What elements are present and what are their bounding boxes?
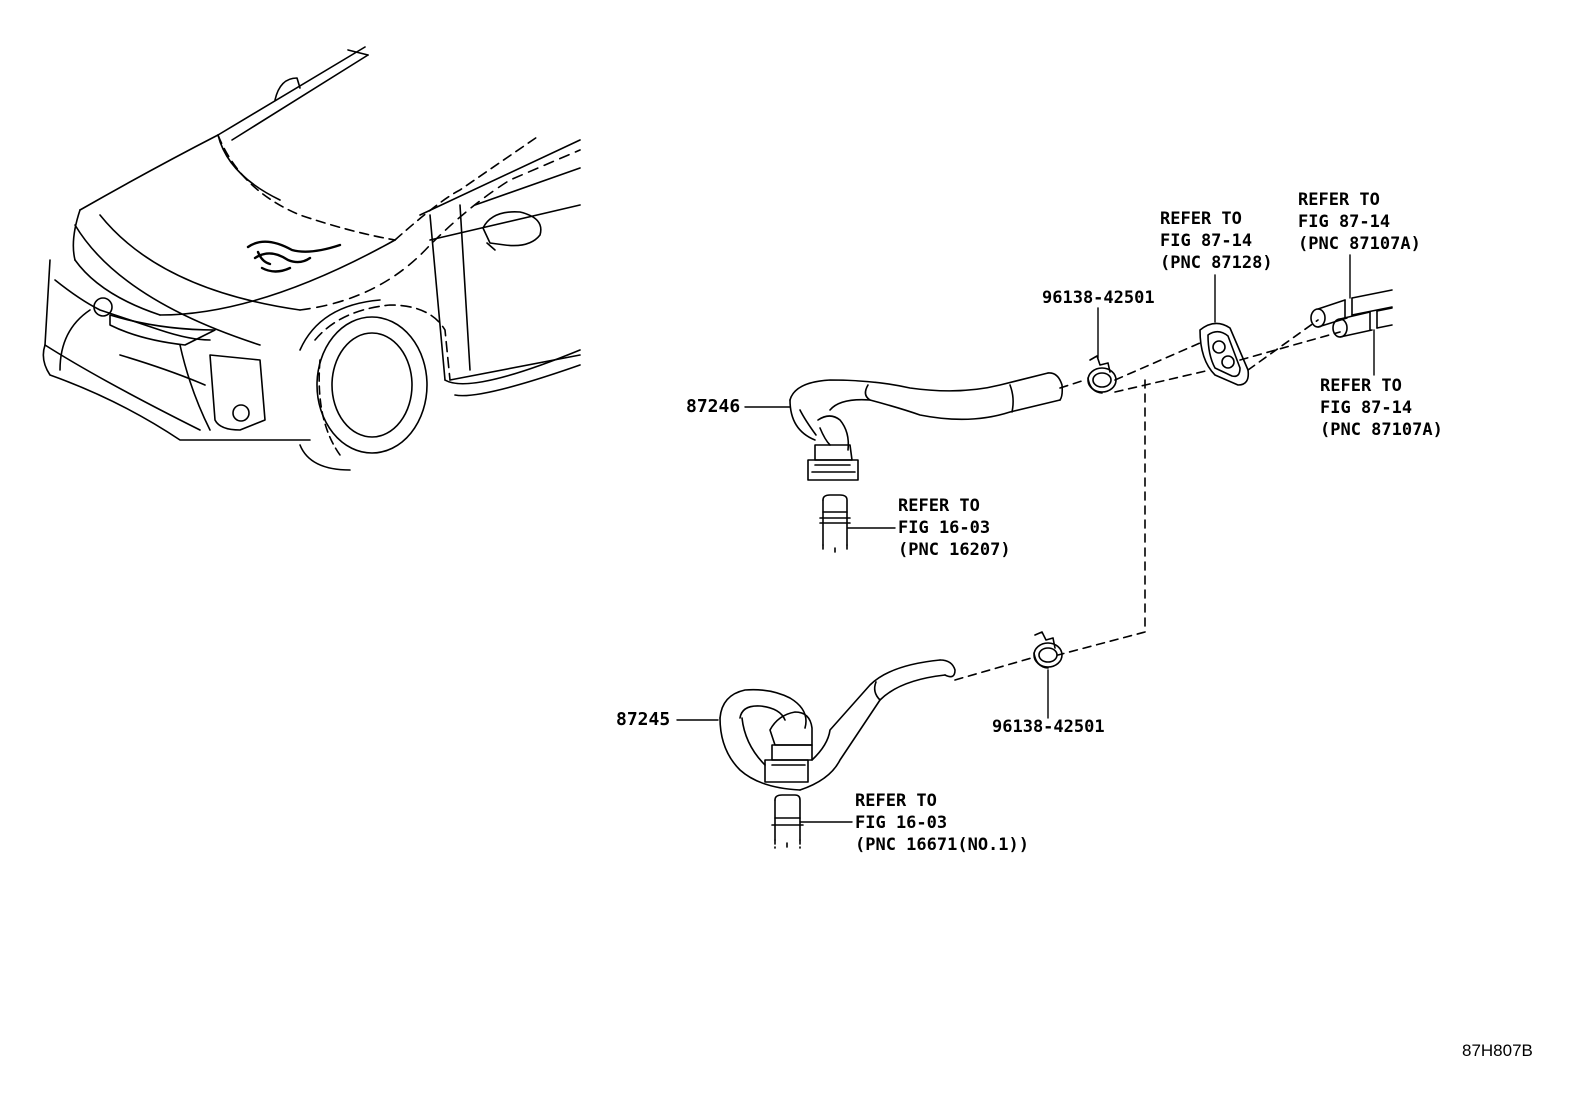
reference-line: (PNC 16671(NO.1)) <box>855 835 1029 855</box>
reference-line: REFER TO <box>1160 209 1242 229</box>
reference-line: FIG 87-14 <box>1160 231 1253 251</box>
reference-line: FIG 87-14 <box>1298 212 1391 232</box>
reference-line: REFER TO <box>1298 190 1380 210</box>
reference-engine-lower[interactable]: REFER TO FIG 16-03 (PNC 16671(NO.1)) <box>855 790 1029 856</box>
reference-line: REFER TO <box>855 791 937 811</box>
hose-87246-drawing <box>789 372 1064 556</box>
reference-line: (PNC 16207) <box>898 540 1011 560</box>
clip-lower-drawing <box>1033 631 1063 669</box>
reference-line: FIG 16-03 <box>898 518 991 538</box>
part-number-clip-upper[interactable]: 96138-42501 <box>1042 288 1155 308</box>
grommet-drawing <box>1199 322 1250 386</box>
clip-upper-drawing <box>1087 355 1117 394</box>
part-number-87245[interactable]: 87245 <box>616 709 671 730</box>
leader-lines <box>676 254 1375 823</box>
reference-line: REFER TO <box>898 496 980 516</box>
pipe-fittings-drawing <box>1310 289 1393 338</box>
reference-pipe-top[interactable]: REFER TO FIG 87-14 (PNC 87107A) <box>1298 189 1421 255</box>
figure-code: 87H807B <box>1462 1041 1533 1060</box>
part-number-87246[interactable]: 87246 <box>686 396 741 417</box>
reference-line: (PNC 87128) <box>1160 253 1273 273</box>
part-number-clip-lower[interactable]: 96138-42501 <box>992 717 1105 737</box>
reference-line: (PNC 87107A) <box>1320 420 1443 440</box>
hose-87245-drawing <box>719 659 956 851</box>
reference-line: (PNC 87107A) <box>1298 234 1421 254</box>
reference-line: FIG 16-03 <box>855 813 948 833</box>
reference-engine-upper[interactable]: REFER TO FIG 16-03 (PNC 16207) <box>898 495 1011 561</box>
reference-line: REFER TO <box>1320 376 1402 396</box>
dashed-assembly-lines <box>954 319 1341 681</box>
reference-pipe-bottom[interactable]: REFER TO FIG 87-14 (PNC 87107A) <box>1320 375 1443 441</box>
vehicle-illustration <box>42 46 581 471</box>
reference-line: FIG 87-14 <box>1320 398 1413 418</box>
reference-grommet[interactable]: REFER TO FIG 87-14 (PNC 87128) <box>1160 208 1273 274</box>
